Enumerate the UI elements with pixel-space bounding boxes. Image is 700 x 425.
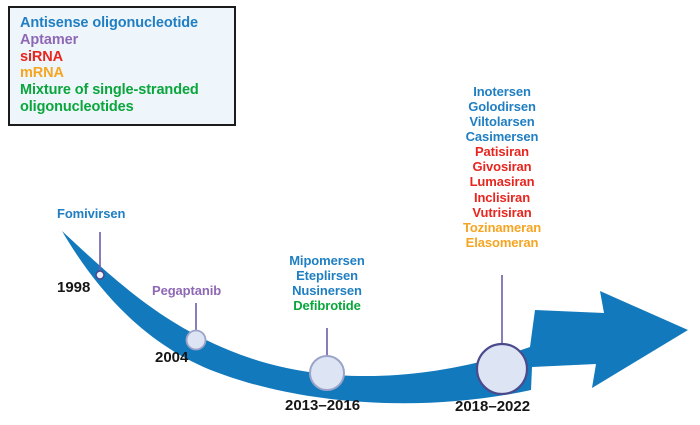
legend-item-antisense: Antisense oligonucleotide <box>20 15 198 31</box>
drug-name-tozinameran: Tozinameran <box>462 219 542 235</box>
drug-name-lumasiran: Lumasiran <box>469 174 535 190</box>
drug-label-pegaptanib: Pegaptanib <box>152 283 222 298</box>
drug-name-patisiran: Patisiran <box>474 144 529 160</box>
drug-name-elasomeran: Elasomeran <box>465 234 539 250</box>
year-label-2013-2016: 2013–2016 <box>285 397 361 414</box>
year-label-2004: 2004 <box>155 349 189 366</box>
marker-2018-2022[interactable] <box>475 342 529 396</box>
year-label-1998: 1998 <box>57 279 91 296</box>
drug-label-fomivirsen: Fomivirsen <box>57 206 126 221</box>
year-label-2018-2022: 2018–2022 <box>455 398 531 415</box>
marker-2013-2016[interactable] <box>309 355 345 391</box>
drug-name-mipomersen: Mipomersen <box>289 253 365 268</box>
drug-list-2018-2022: Inotersen Golodirsen Viltolarsen Casimer… <box>432 84 572 250</box>
modality-legend: Antisense oligonucleotide Aptamer siRNA … <box>8 6 236 126</box>
marker-1998[interactable] <box>95 270 105 280</box>
drug-name-nusinersen: Nusinersen <box>292 283 362 299</box>
drug-name-inclisiran: Inclisiran <box>473 189 531 205</box>
drug-name-vutrisiran: Vutrisiran <box>472 204 532 220</box>
drug-list-2013-2016: Mipomersen Eteplirsen Nusinersen Defibro… <box>257 253 397 313</box>
timeline-arrow-shape <box>62 231 688 404</box>
drug-name-viltolarsen: Viltolarsen <box>469 114 535 130</box>
legend-item-aptamer: Aptamer <box>20 31 79 48</box>
drug-name-golodirsen: Golodirsen <box>468 99 536 115</box>
drug-name-defibrotide: Defibrotide <box>293 298 361 314</box>
marker-2004[interactable] <box>185 329 207 351</box>
drug-name-eteplirsen: Eteplirsen <box>296 268 358 284</box>
drug-name-givosiran: Givosiran <box>472 159 532 175</box>
legend-item-mrna: mRNA <box>20 65 64 82</box>
legend-item-sirna: siRNA <box>20 48 64 65</box>
drug-name-inotersen: Inotersen <box>473 84 531 99</box>
legend-item-mixture: Mixture of single-stranded oligonucleoti… <box>20 82 199 116</box>
drug-name-casimersen: Casimersen <box>465 129 539 145</box>
